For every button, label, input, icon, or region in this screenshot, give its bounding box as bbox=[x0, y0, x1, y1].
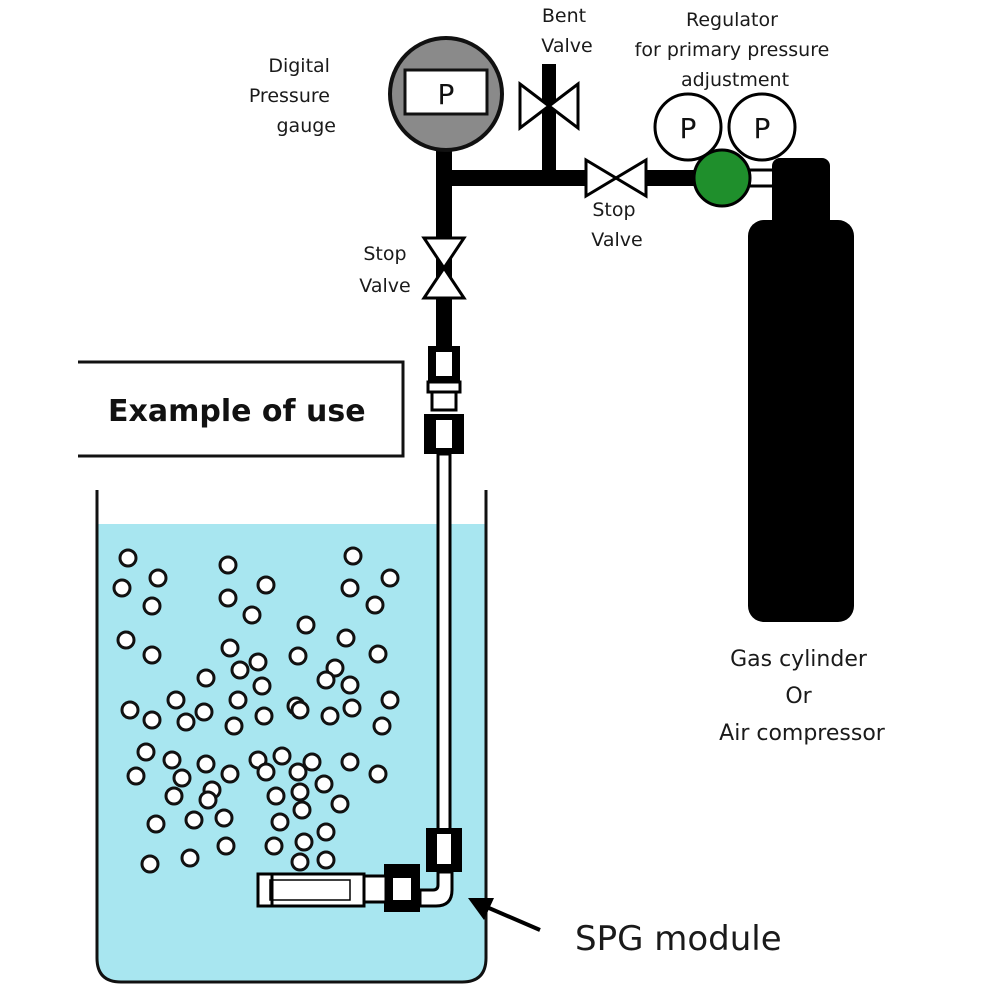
bubble bbox=[248, 652, 268, 672]
bubble bbox=[118, 548, 138, 568]
bubble bbox=[365, 595, 385, 615]
bubble bbox=[290, 852, 310, 872]
submerged-tube bbox=[436, 452, 452, 836]
bubble bbox=[220, 764, 240, 784]
bent-valve-icon bbox=[518, 64, 580, 132]
bubble bbox=[214, 808, 234, 828]
bubble bbox=[330, 794, 350, 814]
bubble bbox=[264, 836, 284, 856]
bubble bbox=[116, 630, 136, 650]
bubble bbox=[342, 698, 362, 718]
title-box: Example of use bbox=[78, 360, 405, 458]
regulator-gauge-2-symbol: P bbox=[754, 112, 771, 145]
gauge-symbol: P bbox=[438, 78, 455, 111]
bubble bbox=[198, 790, 218, 810]
title-text: Example of use bbox=[108, 394, 366, 429]
stop-valve-vertical-label: Stop Valve bbox=[359, 243, 412, 297]
bubble bbox=[140, 854, 160, 874]
bubble bbox=[290, 782, 310, 802]
bubble bbox=[172, 768, 192, 788]
bubble bbox=[314, 774, 334, 794]
regulator-gauge-1-symbol: P bbox=[680, 112, 697, 145]
bubble bbox=[230, 660, 250, 680]
bubble bbox=[146, 814, 166, 834]
vertical-line bbox=[418, 180, 464, 908]
bubble bbox=[112, 578, 132, 598]
horizontal-line bbox=[436, 110, 696, 186]
bubble bbox=[368, 644, 388, 664]
stop-valve-horizontal-icon bbox=[584, 157, 648, 199]
bubble bbox=[368, 764, 388, 784]
bubble bbox=[340, 578, 360, 598]
bubble bbox=[228, 690, 248, 710]
bubble bbox=[256, 762, 276, 782]
bubbles bbox=[112, 546, 400, 874]
bubble bbox=[126, 766, 146, 786]
regulator-label: Regulator for primary pressure adjustmen… bbox=[635, 9, 836, 91]
bubble bbox=[272, 746, 292, 766]
bubble bbox=[220, 638, 240, 658]
bubble bbox=[218, 588, 238, 608]
bubble bbox=[316, 850, 336, 870]
bubble bbox=[294, 832, 314, 852]
bubble bbox=[340, 675, 360, 695]
bubble bbox=[218, 555, 238, 575]
bubble bbox=[120, 700, 140, 720]
bubble bbox=[242, 605, 262, 625]
bubble bbox=[136, 742, 156, 762]
bubble bbox=[196, 668, 216, 688]
spg-module-icon bbox=[256, 864, 420, 912]
bubble bbox=[142, 710, 162, 730]
bubble bbox=[343, 546, 363, 566]
bubble bbox=[292, 800, 312, 820]
bubble bbox=[288, 762, 308, 782]
bubble bbox=[336, 628, 356, 648]
bubble bbox=[256, 575, 276, 595]
stop-valve-icon bbox=[421, 236, 467, 300]
bubble bbox=[380, 568, 400, 588]
bubble bbox=[176, 712, 196, 732]
bent-valve-label: Bent Valve bbox=[541, 5, 592, 57]
bubble bbox=[216, 836, 236, 856]
bubble bbox=[270, 812, 290, 832]
tank-wall bbox=[95, 490, 488, 984]
regulator-icon: P P bbox=[653, 92, 797, 208]
bubble bbox=[166, 690, 186, 710]
bubble bbox=[164, 786, 184, 806]
bubble bbox=[162, 750, 182, 770]
bubble bbox=[296, 615, 316, 635]
bubble bbox=[148, 568, 168, 588]
bubble bbox=[180, 848, 200, 868]
bubble bbox=[196, 754, 216, 774]
water-tank bbox=[95, 490, 488, 984]
bubble bbox=[184, 810, 204, 830]
bubble bbox=[372, 716, 392, 736]
bubble bbox=[316, 822, 336, 842]
bubble bbox=[288, 646, 308, 666]
bubble bbox=[266, 786, 286, 806]
bubble bbox=[252, 676, 272, 696]
bubble bbox=[224, 716, 244, 736]
digital-pressure-gauge-icon: P bbox=[388, 36, 504, 180]
digital-gauge-label: Digital Pressure gauge bbox=[249, 55, 336, 137]
bubble bbox=[290, 700, 310, 720]
bubble bbox=[320, 706, 340, 726]
bubble bbox=[302, 752, 322, 772]
bubble bbox=[316, 670, 336, 690]
bubble bbox=[380, 690, 400, 710]
bubble bbox=[254, 706, 274, 726]
bubble bbox=[194, 702, 214, 722]
bubble bbox=[142, 596, 162, 616]
gas-cylinder-icon bbox=[748, 158, 854, 622]
spg-module-label: SPG module bbox=[575, 919, 782, 959]
bubble bbox=[340, 752, 360, 772]
bubble bbox=[142, 645, 162, 665]
stop-valve-horizontal-label: Stop Valve bbox=[591, 199, 642, 251]
gas-source-label: Gas cylinder Or Air compressor bbox=[719, 647, 886, 746]
arrow-icon bbox=[468, 898, 541, 932]
